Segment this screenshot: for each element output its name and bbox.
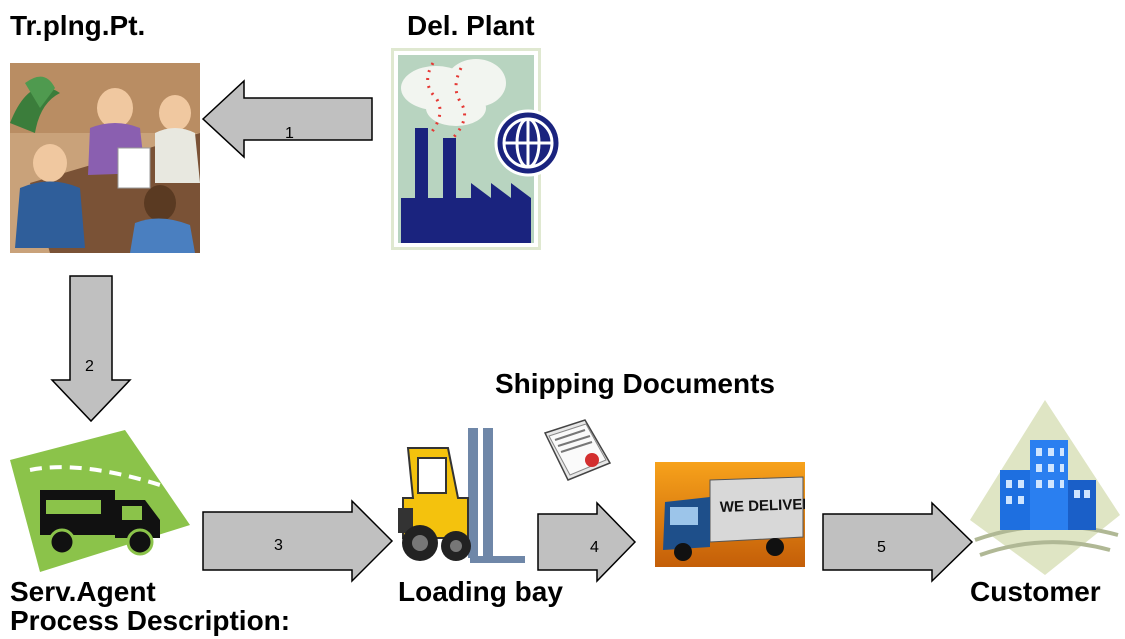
factory-globe-clipart-icon bbox=[391, 48, 563, 250]
step-number-2: 2 bbox=[85, 358, 94, 375]
step-number-1: 1 bbox=[285, 125, 294, 142]
truck-sign-text: WE DELIVER bbox=[720, 496, 805, 516]
arrow-step-1: 1 bbox=[201, 79, 374, 159]
meeting-clipart-icon bbox=[10, 63, 200, 253]
forklift-icon bbox=[398, 428, 528, 573]
arrow-step-4: 4 bbox=[537, 501, 637, 583]
arrow-step-2: 2 bbox=[50, 275, 132, 423]
label-serv-agent: Serv.Agent bbox=[10, 576, 156, 607]
we-deliver-truck-icon: WE DELIVER bbox=[655, 462, 814, 567]
step-number-4: 4 bbox=[590, 539, 599, 556]
step-number-5: 5 bbox=[877, 539, 886, 556]
label-tr-plng-pt: Tr.plng.Pt. bbox=[10, 10, 146, 41]
arrow-step-3: 3 bbox=[202, 499, 394, 583]
label-del-plant: Del. Plant bbox=[407, 10, 535, 41]
delivery-truck-sign-icon bbox=[10, 430, 190, 572]
label-process-description: Process Description: bbox=[10, 605, 291, 636]
office-buildings-icon bbox=[970, 400, 1120, 575]
label-shipping-documents: Shipping Documents bbox=[495, 368, 775, 399]
shipping-document-icon bbox=[540, 418, 615, 486]
label-loading-bay: Loading bay bbox=[398, 576, 563, 607]
step-number-3: 3 bbox=[274, 537, 283, 554]
arrow-step-5: 5 bbox=[822, 501, 974, 583]
label-customer: Customer bbox=[970, 576, 1101, 607]
